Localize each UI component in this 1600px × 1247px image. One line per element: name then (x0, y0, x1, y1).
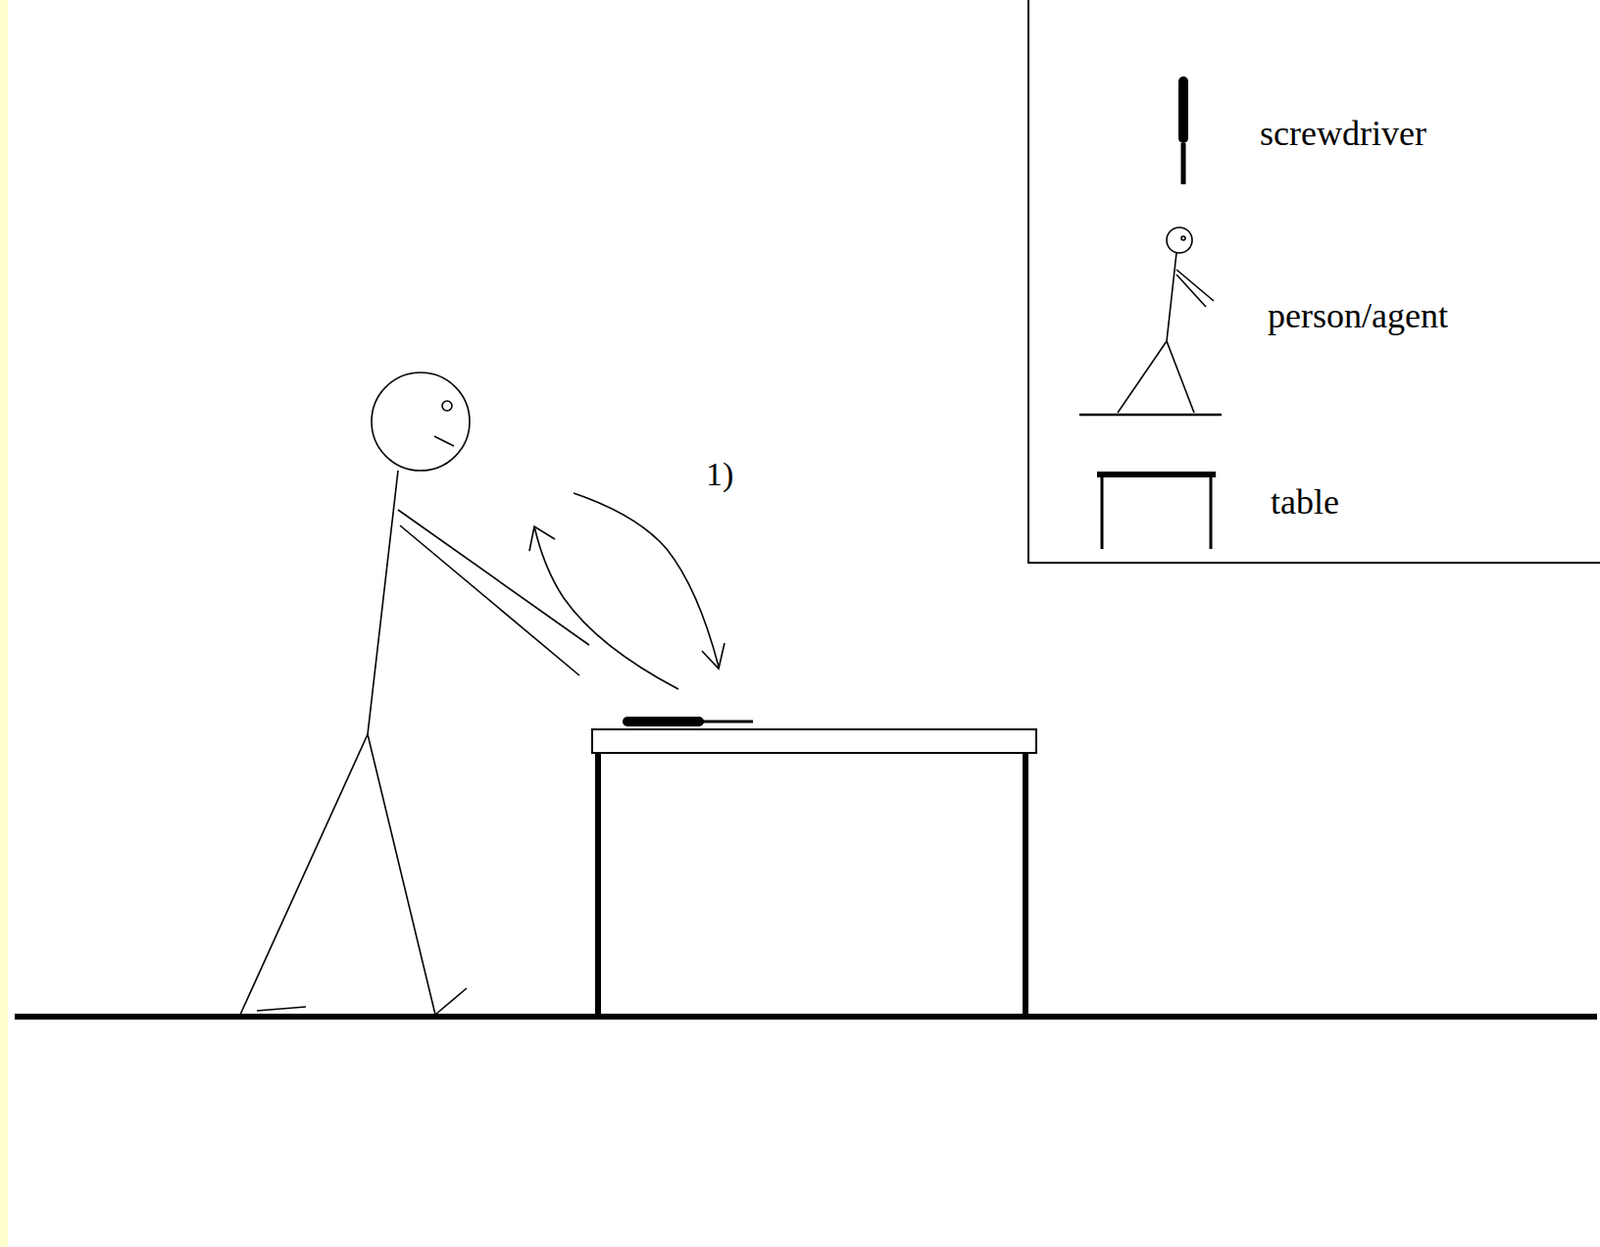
legend-screwdriver-symbol (1178, 76, 1189, 144)
person-arm (400, 525, 580, 676)
legend-table-leg (1100, 474, 1104, 550)
person-leg (367, 734, 436, 1015)
arrow-head (529, 526, 555, 551)
floor-line (14, 1013, 1598, 1020)
legend-label: table (1270, 484, 1340, 520)
arrow-head (701, 643, 725, 669)
callout-number: 1) (705, 457, 734, 492)
legend-person-arm (1176, 269, 1214, 301)
legend-label: screwdriver (1259, 115, 1427, 151)
person-head (371, 372, 470, 471)
legend-person-body (1166, 252, 1177, 342)
legend-label: person/agent (1267, 298, 1449, 334)
table-leg (595, 752, 601, 1017)
screwdriver-shaft (701, 720, 753, 724)
person-drawing (240, 372, 590, 1015)
legend-person-leg (1117, 341, 1167, 413)
legend-screwdriver-symbol (1181, 143, 1187, 185)
legend-person-arm (1176, 274, 1206, 307)
legend-person-ground (1079, 413, 1222, 417)
person-foot (435, 988, 467, 1015)
table-drawing (592, 729, 1037, 1017)
left-edge-strip (0, 0, 8, 1247)
person-eye (442, 400, 452, 411)
legend-table-top (1097, 471, 1216, 478)
screwdriver-drawing (622, 716, 753, 727)
table-top (592, 729, 1037, 753)
legend-box (1028, 0, 1600, 563)
legend-table-symbol (1097, 474, 1216, 550)
legend-person-head (1166, 227, 1193, 253)
motion-arrows (529, 493, 725, 690)
motion-arrow-up (534, 526, 679, 690)
legend-person-leg (1166, 341, 1195, 413)
legend-frame (1028, 0, 1600, 563)
person-foot (256, 1006, 306, 1011)
legend-table-leg (1209, 474, 1213, 550)
person-leg (240, 734, 368, 1015)
screwdriver-handle (622, 716, 704, 727)
table-leg (1022, 752, 1029, 1017)
person-mouth (434, 436, 454, 447)
person-body (367, 470, 399, 735)
person-arm (398, 509, 590, 646)
motion-arrow-down (573, 493, 719, 667)
legend-person-eye (1181, 236, 1186, 241)
legend-person-symbol (1079, 227, 1222, 415)
